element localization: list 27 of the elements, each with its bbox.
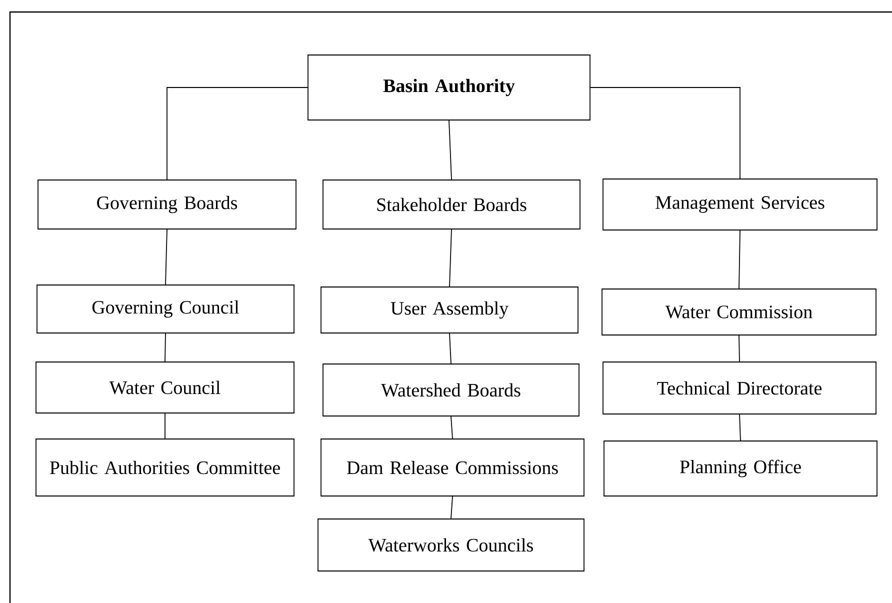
connector-line [165, 229, 168, 285]
connector-line [450, 496, 453, 519]
connector-line [449, 229, 452, 287]
connector-line [590, 87, 740, 179]
org-box: Dam Release Commissions [320, 438, 584, 496]
org-box: Management Services [602, 178, 878, 230]
org-box: Stakeholder Boards [322, 180, 580, 230]
org-box: Public Authorities Committee [36, 438, 294, 496]
connector-line [166, 87, 308, 180]
org-box: Watershed Boards [322, 364, 580, 416]
connector-line [738, 230, 740, 289]
org-box: User Assembly [320, 286, 578, 334]
org-box: Basin Authority [308, 54, 590, 120]
org-box: Technical Directorate [602, 362, 876, 414]
connector-line [738, 335, 740, 362]
org-box: Waterworks Councils [318, 518, 584, 572]
connector-line [450, 416, 453, 439]
org-box: Governing Council [36, 284, 294, 334]
org-box: Planning Office [604, 440, 878, 496]
org-box: Water Council [36, 362, 294, 414]
connector-line [448, 120, 452, 180]
connector-line [164, 413, 166, 439]
connector-line [164, 333, 166, 362]
org-box: Governing Boards [38, 180, 296, 230]
connector-line [449, 333, 452, 364]
connector-line [739, 414, 741, 441]
org-box: Water Commission [602, 288, 876, 336]
